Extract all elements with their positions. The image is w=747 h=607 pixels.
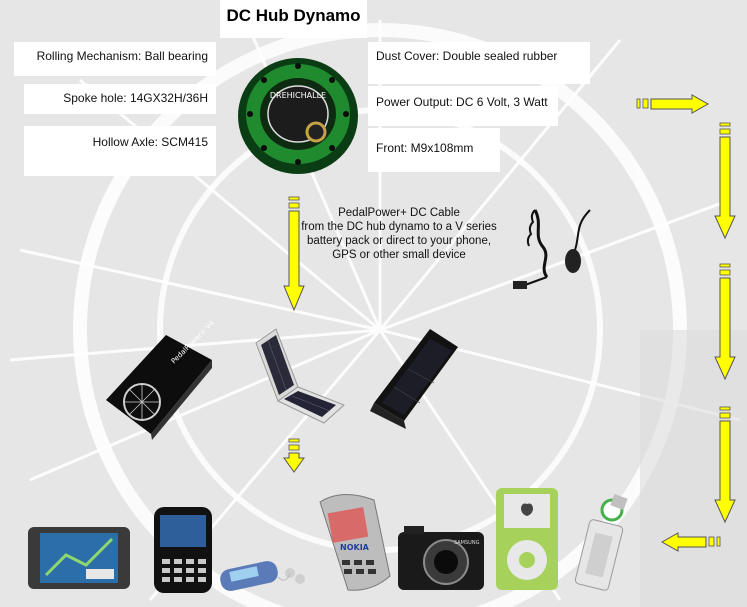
battery-pack-icon: PedalPower+ V4 (106, 319, 216, 440)
gps-device-icon (28, 527, 130, 589)
spec-dust-cover: Dust Cover: Double sealed rubber (368, 42, 590, 84)
arrow-icon (660, 532, 721, 552)
page-title: DC Hub Dynamo (220, 0, 367, 38)
spec-rolling-mechanism: Rolling Mechanism: Ball bearing (14, 42, 216, 76)
cable-title: PedalPower+ DC Cable (338, 207, 460, 219)
dc-cable-icon (513, 209, 591, 289)
hub-dynamo-icon: DREHICHALLE (238, 58, 358, 174)
cable-description-block: PedalPower+ DC Cable from the DC hub dyn… (300, 206, 498, 262)
hub-brand-text: DREHICHALLE (270, 91, 326, 100)
usb-charger-icon (574, 493, 628, 591)
blackberry-phone-icon (154, 507, 212, 593)
ipod-icon (496, 488, 558, 590)
arrow-icon (283, 196, 305, 312)
mp3-player-icon (220, 561, 305, 591)
arrow-icon (714, 122, 736, 240)
camera-icon: SAMSUNG (398, 526, 484, 590)
cable-description: from the DC hub dynamo to a V series bat… (301, 221, 497, 261)
arrow-icon (714, 263, 736, 381)
spec-hollow-axle: Hollow Axle: SCM415 (24, 126, 216, 176)
spec-front: Front: M9x108mm (368, 128, 500, 172)
solar-charger-open-icon (255, 328, 345, 424)
arrow-icon (283, 438, 305, 473)
spec-power-output: Power Output: DC 6 Volt, 3 Watt (368, 86, 558, 126)
arrow-icon (636, 94, 710, 114)
nokia-brand-label: NOKIA (340, 543, 370, 552)
nokia-phone-icon: NOKIA (319, 494, 391, 591)
camera-brand-label: SAMSUNG (454, 540, 480, 546)
arrow-icon (714, 406, 736, 524)
solar-charger-closed-icon (370, 329, 458, 429)
spec-spoke-hole: Spoke hole: 14GX32H/36H (24, 84, 216, 114)
